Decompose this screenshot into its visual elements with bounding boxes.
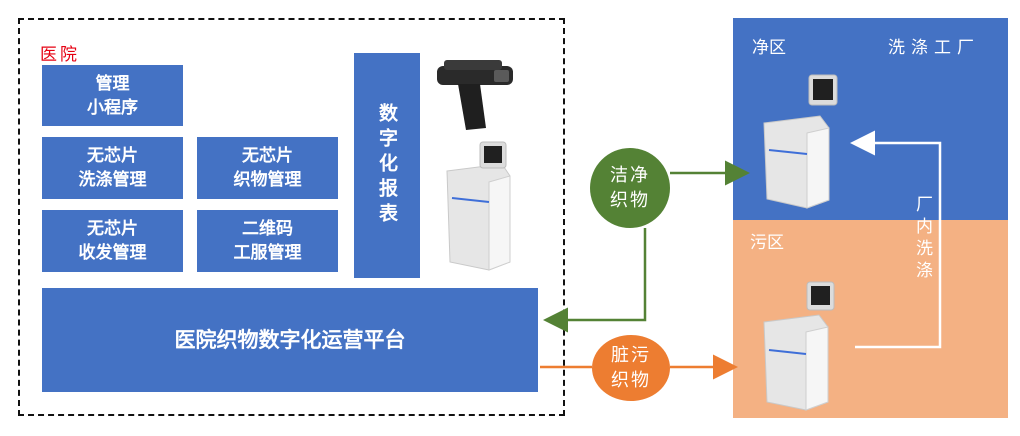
clean-fabric-badge: 洁净 织物 — [590, 148, 670, 228]
module-mini-program: 管理 小程序 — [42, 65, 183, 126]
module-uniform-management: 二维码 工服管理 — [197, 210, 338, 272]
module-receive-send-management: 无芯片 收发管理 — [42, 210, 183, 272]
module-fabric-management: 无芯片 织物管理 — [197, 137, 338, 199]
dirty-fabric-badge: 脏污 织物 — [592, 335, 670, 401]
operations-platform: 医院织物数字化运营平台 — [42, 288, 538, 392]
internal-wash-label: 厂内洗涤 — [912, 195, 932, 283]
kiosk-terminal-icon — [763, 281, 835, 411]
kiosk-terminal-icon — [446, 141, 511, 271]
digital-report: 数字化报表 — [354, 53, 420, 278]
kiosk-terminal-icon — [763, 74, 838, 209]
dirty-zone-label: 污区 — [750, 233, 784, 253]
factory-title: 洗涤工厂 — [888, 38, 980, 58]
module-washing-management: 无芯片 洗涤管理 — [42, 137, 183, 199]
hospital-label: 医院 — [40, 45, 80, 65]
clean-zone-label: 净区 — [752, 38, 786, 58]
hospital-boundary — [18, 18, 565, 416]
clean-flow-to-platform — [543, 228, 647, 333]
internal-wash-loop — [850, 130, 942, 349]
handheld-scanner-icon — [437, 60, 513, 130]
